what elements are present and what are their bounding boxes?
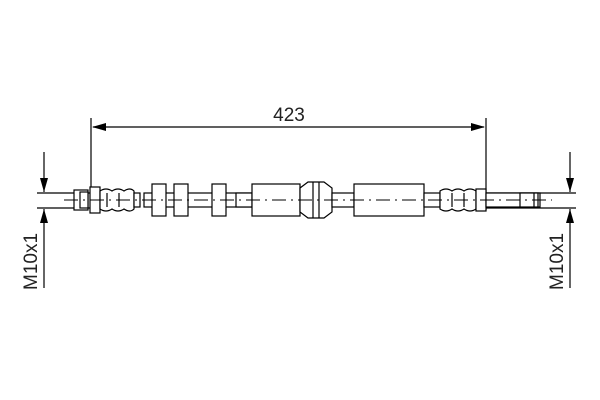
length-dimension: 423 <box>90 105 487 210</box>
left-thread-label: M10x1 <box>21 233 42 290</box>
left-thread-dimension: M10x1 <box>21 152 90 290</box>
right-thread-label: M10x1 <box>547 233 568 290</box>
length-label: 423 <box>273 105 305 126</box>
right-thread-dimension: M10x1 <box>486 152 576 290</box>
